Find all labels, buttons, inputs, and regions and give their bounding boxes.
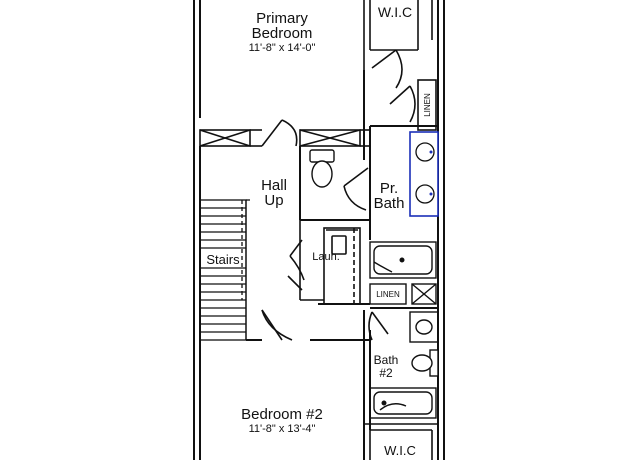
bath2-walls [363,307,438,460]
bathtub-icon [369,241,437,279]
linen-top-label: LINEN [423,93,432,117]
double-vanity [409,131,439,217]
exterior-walls [193,0,445,460]
wic-bottom-label: W.I.C [384,443,416,458]
primary-bath-door [343,167,369,211]
bedroom2-label: Bedroom #2 [241,406,323,423]
hall-walls [199,146,370,341]
bedroom2-dims: 11'-8" x 13'-4" [249,423,316,435]
linen-closet-top [389,79,437,131]
stairs-label: Stairs [206,252,240,267]
laundry-label: Laun. [312,251,340,263]
hall-label: Hall [261,177,287,194]
primary-bath-label: Pr. [380,180,398,197]
hall-up-label: Up [264,192,283,209]
stairs [199,199,250,341]
bath2-sink [409,311,439,343]
toilet-icon [309,149,335,188]
bathtub-icon [369,387,437,419]
bath2-label: Bath [374,353,399,367]
wic-top-label: W.I.C [378,4,412,20]
wic-bottom [364,423,438,460]
linen-mid-label: LINEN [376,290,400,299]
wic-top [363,0,433,89]
linen-closet-mid [369,283,437,305]
primary-bath-walls [299,70,438,240]
primary-bath-label-2: Bath [374,195,405,212]
sink-icon [415,142,435,162]
bedroom2-door [261,309,293,341]
bath2-door [368,311,389,341]
bedroom-hall-wall [199,129,370,147]
bath2-number-label: #2 [379,366,393,380]
toilet-icon [411,349,439,377]
primary-bedroom-label-2: Bedroom [252,25,313,42]
sink-icon [415,184,435,204]
primary-bedroom-door [261,119,298,147]
primary-bedroom-label: Primary [256,10,308,27]
laundry-room [287,220,370,305]
primary-bedroom-dims: 11'-8" x 14'-0" [249,42,316,54]
